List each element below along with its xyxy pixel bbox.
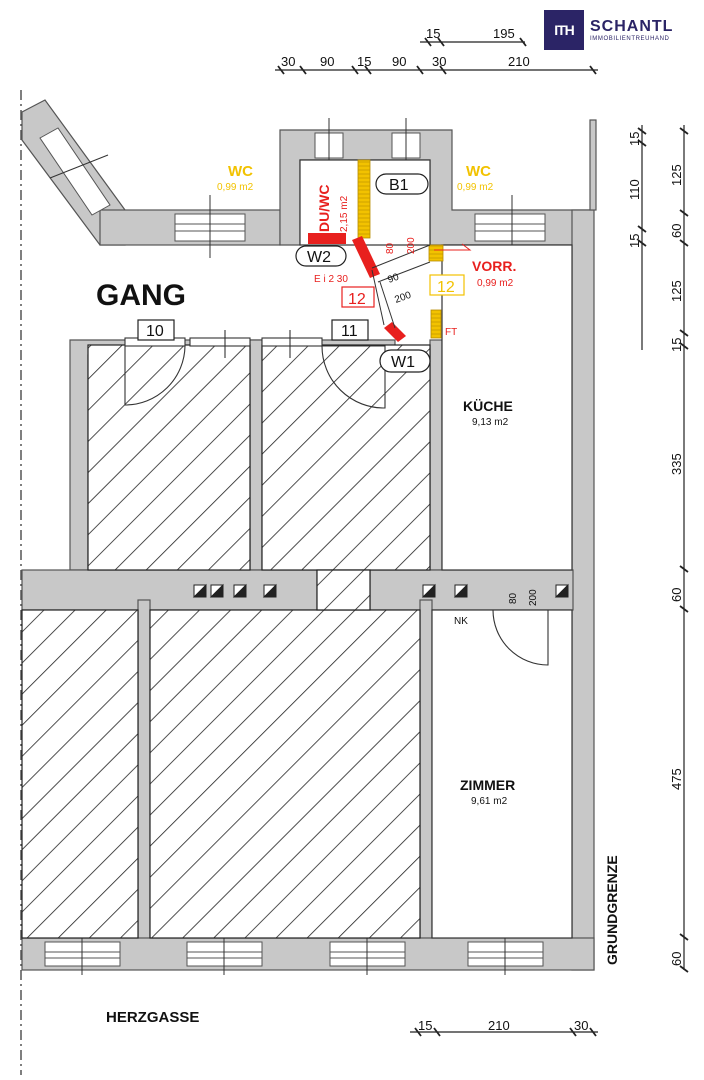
opening-upper-1: 200: [406, 237, 417, 254]
dim-top1-0: 15: [426, 26, 440, 41]
dim-top2-5: 210: [508, 54, 530, 69]
tag-red-12: 12: [348, 291, 366, 308]
wc-left-name: WC: [228, 163, 253, 180]
kueche-area: 9,13 m2: [472, 417, 509, 428]
room-labels: GANG WC 0,99 m2 WC 0,99 m2 DU/WC 2,15 m2…: [96, 163, 516, 807]
dim-top2-2: 15: [357, 54, 371, 69]
dim-inner-0: 15: [627, 132, 642, 146]
tag-nk: NK: [454, 616, 468, 627]
dim-right-4: 335: [669, 453, 684, 475]
dimension-lines: [275, 41, 685, 1033]
dim-top2-1: 90: [320, 54, 334, 69]
duwc-area: 2,15 m2: [339, 195, 350, 232]
tag-ft: FT: [445, 327, 457, 338]
dim-top2-0: 30: [281, 54, 295, 69]
logo-text: SCHANTL IMMOBILIENTREUHAND: [590, 18, 673, 43]
installations: [308, 159, 472, 342]
opening-lower-1: 200: [528, 589, 539, 606]
tag-yellow-12: 12: [437, 279, 455, 296]
tag-b1: B1: [389, 177, 409, 194]
zimmer-name: ZIMMER: [460, 777, 515, 793]
street-label: HERZGASSE: [106, 1009, 199, 1026]
dimension-numbers: 15 195 30 90 15 90 30 210 125 60 125 15 …: [281, 26, 684, 1033]
opening-lower-0: 80: [508, 592, 519, 604]
gang-label: GANG: [96, 279, 186, 312]
vorr-area: 0,99 m2: [477, 278, 514, 289]
dim-right-6: 475: [669, 768, 684, 790]
vent-squares: [192, 583, 569, 598]
dim-top1-1: 195: [493, 26, 515, 41]
dim-right-2: 125: [669, 280, 684, 302]
dim-bottom-2: 30: [574, 1018, 588, 1033]
opening-diag-1: 200: [393, 290, 413, 306]
dim-right-5: 60: [669, 588, 684, 602]
dim-top2-4: 30: [432, 54, 446, 69]
tag-w2: W2: [307, 249, 331, 266]
door-tag-11: 11: [341, 323, 358, 340]
tag-boxes: [137, 173, 465, 373]
wc-left-area: 0,99 m2: [217, 182, 254, 193]
tag-w1: W1: [391, 354, 415, 371]
zimmer-area: 9,61 m2: [471, 796, 508, 807]
dimension-ticks: [277, 37, 689, 1037]
dim-right-7: 60: [669, 952, 684, 966]
duwc-name: DU/WC: [316, 185, 332, 232]
dim-right-0: 125: [669, 164, 684, 186]
dim-right-3: 15: [669, 338, 684, 352]
logo-subtitle: IMMOBILIENTREUHAND: [590, 35, 670, 42]
dim-bottom-1: 210: [488, 1018, 510, 1033]
room-outlines: [299, 159, 573, 939]
door-tag-10: 10: [146, 323, 164, 340]
wc-right-name: WC: [466, 163, 491, 180]
logo-mark: ITH: [544, 10, 584, 50]
dim-top2-3: 90: [392, 54, 406, 69]
opening-diag-0: 90: [386, 272, 401, 286]
dim-inner-2: 15: [627, 234, 642, 248]
dim-right-1: 60: [669, 224, 684, 238]
vorr-name: VORR.: [472, 258, 516, 274]
kueche-name: KÜCHE: [463, 398, 513, 414]
opening-upper-0: 80: [385, 242, 396, 254]
hatched-areas: [21, 344, 431, 939]
logo-name: SCHANTL: [590, 17, 674, 35]
wc-right-area: 0,99 m2: [457, 182, 494, 193]
company-logo[interactable]: ITH SCHANTL IMMOBILIENTREUHAND: [544, 10, 673, 50]
boundary-label: GRUNDGRENZE: [604, 855, 620, 965]
tag-ei: E i 2 30: [314, 274, 348, 285]
dim-bottom-0: 15: [418, 1018, 432, 1033]
street-labels: HERZGASSE GRUNDGRENZE: [106, 855, 620, 1026]
dim-inner-1: 110: [627, 179, 642, 200]
tag-texts: 10 11 B1 W2 W1 12 12 E i 2 30 FT NK: [146, 177, 468, 627]
